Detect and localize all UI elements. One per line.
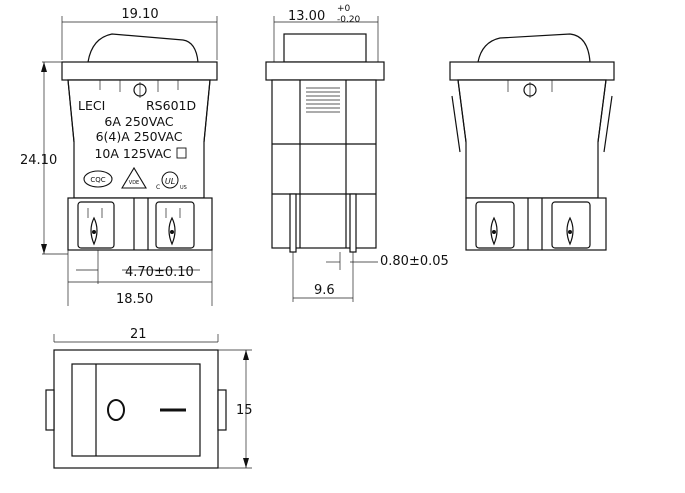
panel-height-dimension: 15 — [236, 403, 253, 418]
side-width-dimension: 13.00 — [288, 9, 325, 24]
rating-line-1: 6A 250VAC — [104, 114, 173, 129]
brand-marking: LECI — [78, 98, 105, 113]
model-marking: RS601D — [146, 98, 196, 113]
pin-thickness-dimension: 0.80±0.05 — [380, 254, 449, 269]
svg-text:C: C — [156, 184, 160, 191]
panel-view: 21 O I 15 — [45, 327, 253, 469]
cqc-logo — [83, 170, 113, 188]
side-grille — [306, 87, 340, 113]
svg-text:US: US — [180, 185, 187, 191]
panel-width-dimension: 21 — [130, 327, 147, 342]
rating-line-2: 6(4)A 250VAC — [96, 129, 183, 144]
svg-text:VDE: VDE — [129, 180, 139, 186]
svg-text:CQC: CQC — [90, 176, 105, 184]
terminal-pitch-dimension: 4.70±0.10 — [125, 265, 194, 280]
side-width-tolerance-minus: -0.20 — [337, 15, 361, 25]
vde-logo — [121, 166, 147, 189]
svg-text:UL: UL — [165, 177, 175, 186]
off-symbol — [107, 399, 125, 421]
pin-spacing-dimension: 9.6 — [314, 283, 335, 298]
side-width-tolerance-plus: +0 — [337, 4, 351, 14]
front-width-dimension: 19.10 — [121, 7, 158, 22]
side-view: 13.00 +0 -0.20 0.80±0.05 — [265, 4, 449, 302]
rating-line-3: 10A 125VAC — [94, 146, 171, 161]
ul-logo — [161, 171, 179, 189]
front-view: 19.10 LECI RS601D 6A 250VAC 6(4)A 250VAC… — [20, 7, 218, 307]
base-width-dimension: 18.50 — [116, 292, 153, 307]
rear-view — [449, 33, 615, 251]
height-dimension: 24.10 — [20, 153, 57, 168]
